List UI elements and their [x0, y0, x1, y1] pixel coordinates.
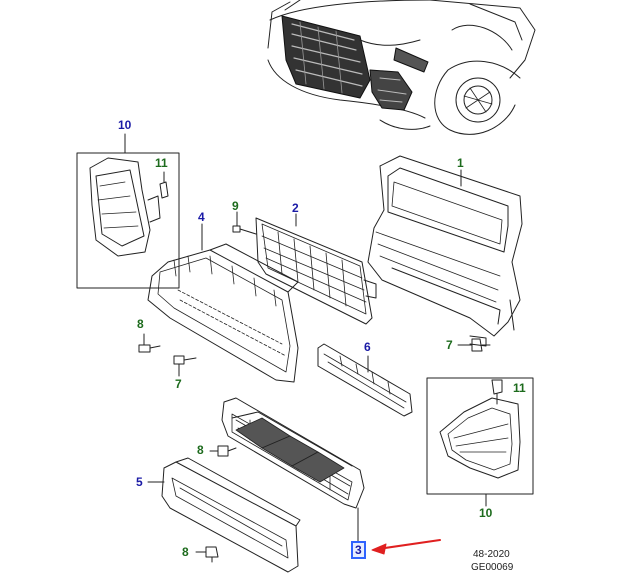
part-10-detail-box-left — [76, 133, 180, 289]
callout-5[interactable]: 5 — [136, 475, 143, 489]
part-9-bolt-illustration — [232, 211, 257, 235]
callout-7-right[interactable]: 7 — [446, 338, 453, 352]
callout-7-left[interactable]: 7 — [175, 377, 182, 391]
callout-3-selected[interactable]: 3 — [351, 541, 366, 559]
vehicle-overview-illustration — [267, 0, 536, 135]
callout-1[interactable]: 1 — [457, 156, 464, 170]
red-pointer-arrow — [371, 539, 441, 555]
part-8-clip-middle-illustration — [209, 445, 237, 457]
footer-code: GE00069 — [471, 562, 514, 573]
callout-6[interactable]: 6 — [364, 340, 371, 354]
part-7-clip-left-illustration — [173, 355, 197, 377]
callout-8-upper[interactable]: 8 — [137, 317, 144, 331]
footer-date: 48-2020 — [473, 549, 510, 560]
part-2-grille-mesh-illustration — [255, 213, 377, 325]
part-1-shutter-frame-illustration — [367, 155, 523, 347]
callout-10-left[interactable]: 10 — [118, 118, 132, 132]
part-10-detail-box-right — [426, 377, 534, 507]
callout-9[interactable]: 9 — [232, 199, 239, 213]
part-7-clip-right-illustration — [457, 338, 491, 352]
part-8-clip-lower-illustration — [195, 546, 219, 563]
part-4-deflector-illustration — [147, 223, 299, 383]
callout-8-middle[interactable]: 8 — [197, 443, 204, 457]
callout-11-right[interactable]: 11 — [513, 381, 526, 395]
callout-10-right[interactable]: 10 — [479, 506, 493, 520]
callout-11-left[interactable]: 11 — [155, 156, 168, 170]
part-5-frame-illustration — [147, 457, 301, 573]
callout-8-lower[interactable]: 8 — [182, 545, 189, 559]
callout-4[interactable]: 4 — [198, 210, 205, 224]
part-8-clip-upper-illustration — [138, 333, 161, 353]
callout-2[interactable]: 2 — [292, 201, 299, 215]
part-3-lower-grille-illustration — [221, 397, 365, 543]
part-6-bracket-illustration — [317, 343, 413, 417]
